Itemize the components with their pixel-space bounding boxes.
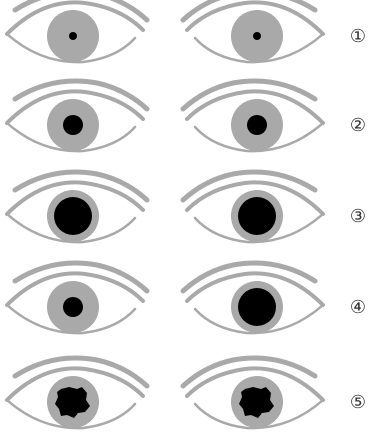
- row-number-label: ①: [350, 26, 366, 47]
- left-eye: [7, 172, 147, 242]
- row-number-label: ④: [350, 297, 366, 318]
- left-eye: [7, 358, 147, 428]
- right-eye: [183, 81, 323, 151]
- left-eye: [7, 81, 147, 151]
- pupil-dilated: [54, 197, 92, 235]
- pupil-dilated: [238, 197, 276, 235]
- eye-row-4: ④: [7, 263, 366, 333]
- pupil-pinpoint: [253, 32, 261, 40]
- right-eye: [183, 263, 323, 333]
- row-number-label: ⑤: [350, 392, 366, 413]
- right-eye: [183, 358, 323, 428]
- row-number-label: ②: [350, 115, 366, 136]
- left-eye: [7, 0, 147, 62]
- pupil-normal: [247, 115, 267, 135]
- eye-row-3: ③: [7, 172, 366, 242]
- pupil-normal: [63, 115, 83, 135]
- eye-row-1: ①: [7, 0, 366, 62]
- right-eye: [183, 172, 323, 242]
- row-number-label: ③: [350, 206, 366, 227]
- eye-row-2: ②: [7, 81, 366, 151]
- pupil-pinpoint: [69, 32, 77, 40]
- eye-row-5: ⑤: [7, 358, 366, 428]
- pupil-normal: [63, 297, 83, 317]
- pupil-dilated: [238, 288, 276, 326]
- right-eye: [183, 0, 323, 62]
- left-eye: [7, 263, 147, 333]
